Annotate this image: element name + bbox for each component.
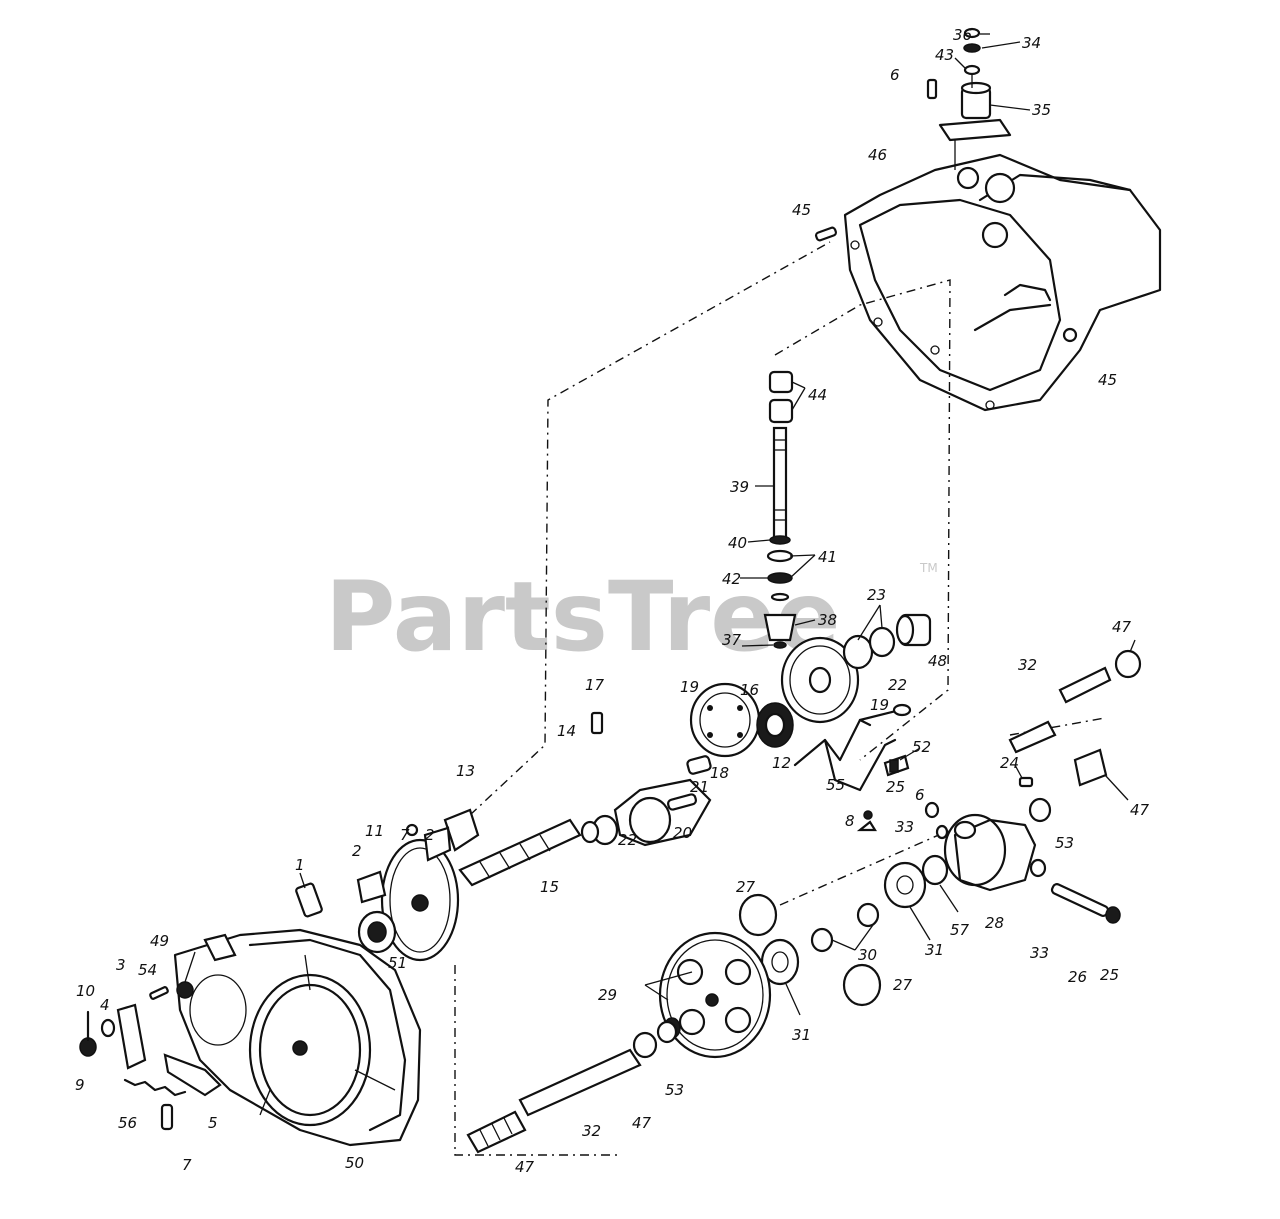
upper-right-shaft (1008, 649, 1142, 787)
callout-36: 36 (953, 26, 972, 44)
callout-53-left: 53 (665, 1081, 684, 1099)
callout-37: 37 (722, 631, 742, 649)
callout-25-top: 25 (886, 778, 905, 796)
callout-44: 44 (808, 386, 827, 404)
callout-30: 30 (858, 946, 877, 964)
callout-31-right: 31 (925, 941, 944, 959)
callout-29: 29 (598, 986, 617, 1004)
upper-cap-stack (926, 27, 1012, 170)
callout-7-mid: 7 (400, 826, 410, 844)
upper-housing (843, 153, 1162, 412)
callout-2-mid: 2 (425, 826, 435, 844)
callout-1: 1 (295, 856, 305, 874)
right-cover (856, 759, 1121, 924)
callout-53-right: 53 (1055, 834, 1074, 852)
callout-32-bottom: 32 (582, 1122, 601, 1140)
callout-47-top: 47 (1112, 618, 1132, 636)
callout-56: 56 (118, 1114, 137, 1132)
vertical-shaft (763, 370, 797, 649)
bevel-gear-large (780, 636, 860, 724)
callout-13: 13 (456, 762, 475, 780)
callout-20: 20 (673, 824, 692, 842)
callout-27-top: 27 (736, 878, 756, 896)
callout-55: 55 (826, 776, 845, 794)
callout-3: 3 (116, 956, 126, 974)
callout-54: 54 (138, 961, 157, 979)
callout-8: 8 (845, 812, 855, 830)
watermark-trademark: TM (919, 561, 938, 575)
callout-52: 52 (912, 738, 931, 756)
callout-33-mid: 33 (895, 818, 914, 836)
callout-9: 9 (75, 1076, 85, 1094)
callout-10: 10 (76, 982, 95, 1000)
clutch-hub (580, 711, 712, 847)
callout-46: 46 (868, 146, 887, 164)
gear-and-hub (689, 682, 794, 758)
callout-35: 35 (1032, 101, 1051, 119)
callout-25-right: 25 (1100, 966, 1119, 984)
watermark-text: PartsTree (325, 561, 840, 673)
callout-28: 28 (985, 914, 1004, 932)
callout-19-right: 19 (870, 696, 889, 714)
callout-51: 51 (388, 954, 407, 972)
lower-shaft (466, 1020, 678, 1154)
callout-2-left: 2 (352, 842, 362, 860)
callout-34: 34 (1022, 34, 1041, 52)
callout-6-mid: 6 (915, 786, 925, 804)
callout-50: 50 (345, 1154, 364, 1172)
callout-32-right: 32 (1018, 656, 1037, 674)
callout-31-left: 31 (792, 1026, 811, 1044)
callout-12: 12 (772, 754, 791, 772)
callout-labels: 36 34 43 6 35 46 45 45 44 39 40 41 42 23… (75, 26, 1150, 1176)
callout-41: 41 (818, 548, 837, 566)
brake-assembly (295, 808, 480, 962)
left-linkage (79, 981, 222, 1131)
callout-47-right: 47 (1130, 801, 1150, 819)
callout-38: 38 (818, 611, 837, 629)
callout-17: 17 (585, 676, 605, 694)
callout-48: 48 (928, 652, 947, 670)
callout-23: 23 (867, 586, 886, 604)
callout-18: 18 (710, 764, 729, 782)
callout-15: 15 (540, 878, 559, 896)
callout-49: 49 (150, 932, 169, 950)
callout-27-bottom: 27 (893, 976, 913, 994)
callout-19-left: 19 (680, 678, 699, 696)
callout-57: 57 (950, 921, 970, 939)
callout-4: 4 (100, 996, 110, 1014)
callout-45-right: 45 (1098, 371, 1117, 389)
lower-housing (173, 928, 422, 1147)
callout-45-top: 45 (792, 201, 811, 219)
callout-40: 40 (728, 534, 747, 552)
callout-22-right: 22 (888, 676, 907, 694)
callout-5: 5 (208, 1114, 218, 1132)
leader-lines (184, 33, 1136, 1016)
callout-43: 43 (935, 46, 954, 64)
gear-train (738, 861, 927, 1007)
callout-42: 42 (722, 570, 741, 588)
callout-47-mid: 47 (632, 1114, 652, 1132)
callout-6-top: 6 (890, 66, 900, 84)
callout-24: 24 (1000, 754, 1019, 772)
callout-11: 11 (365, 822, 384, 840)
callout-21: 21 (690, 778, 709, 796)
right-bearings (842, 613, 932, 670)
callout-47-bottom: 47 (515, 1158, 535, 1176)
main-shaft (458, 818, 582, 887)
callout-16: 16 (740, 681, 759, 699)
callout-7-bottom: 7 (182, 1156, 192, 1174)
callout-39: 39 (730, 478, 749, 496)
assembly-guide-lines (454, 241, 1106, 1156)
callout-14: 14 (557, 722, 576, 740)
callout-22-left: 22 (618, 831, 637, 849)
big-gear (658, 931, 772, 1059)
callout-26: 26 (1068, 968, 1087, 986)
callout-33-right: 33 (1030, 944, 1049, 962)
